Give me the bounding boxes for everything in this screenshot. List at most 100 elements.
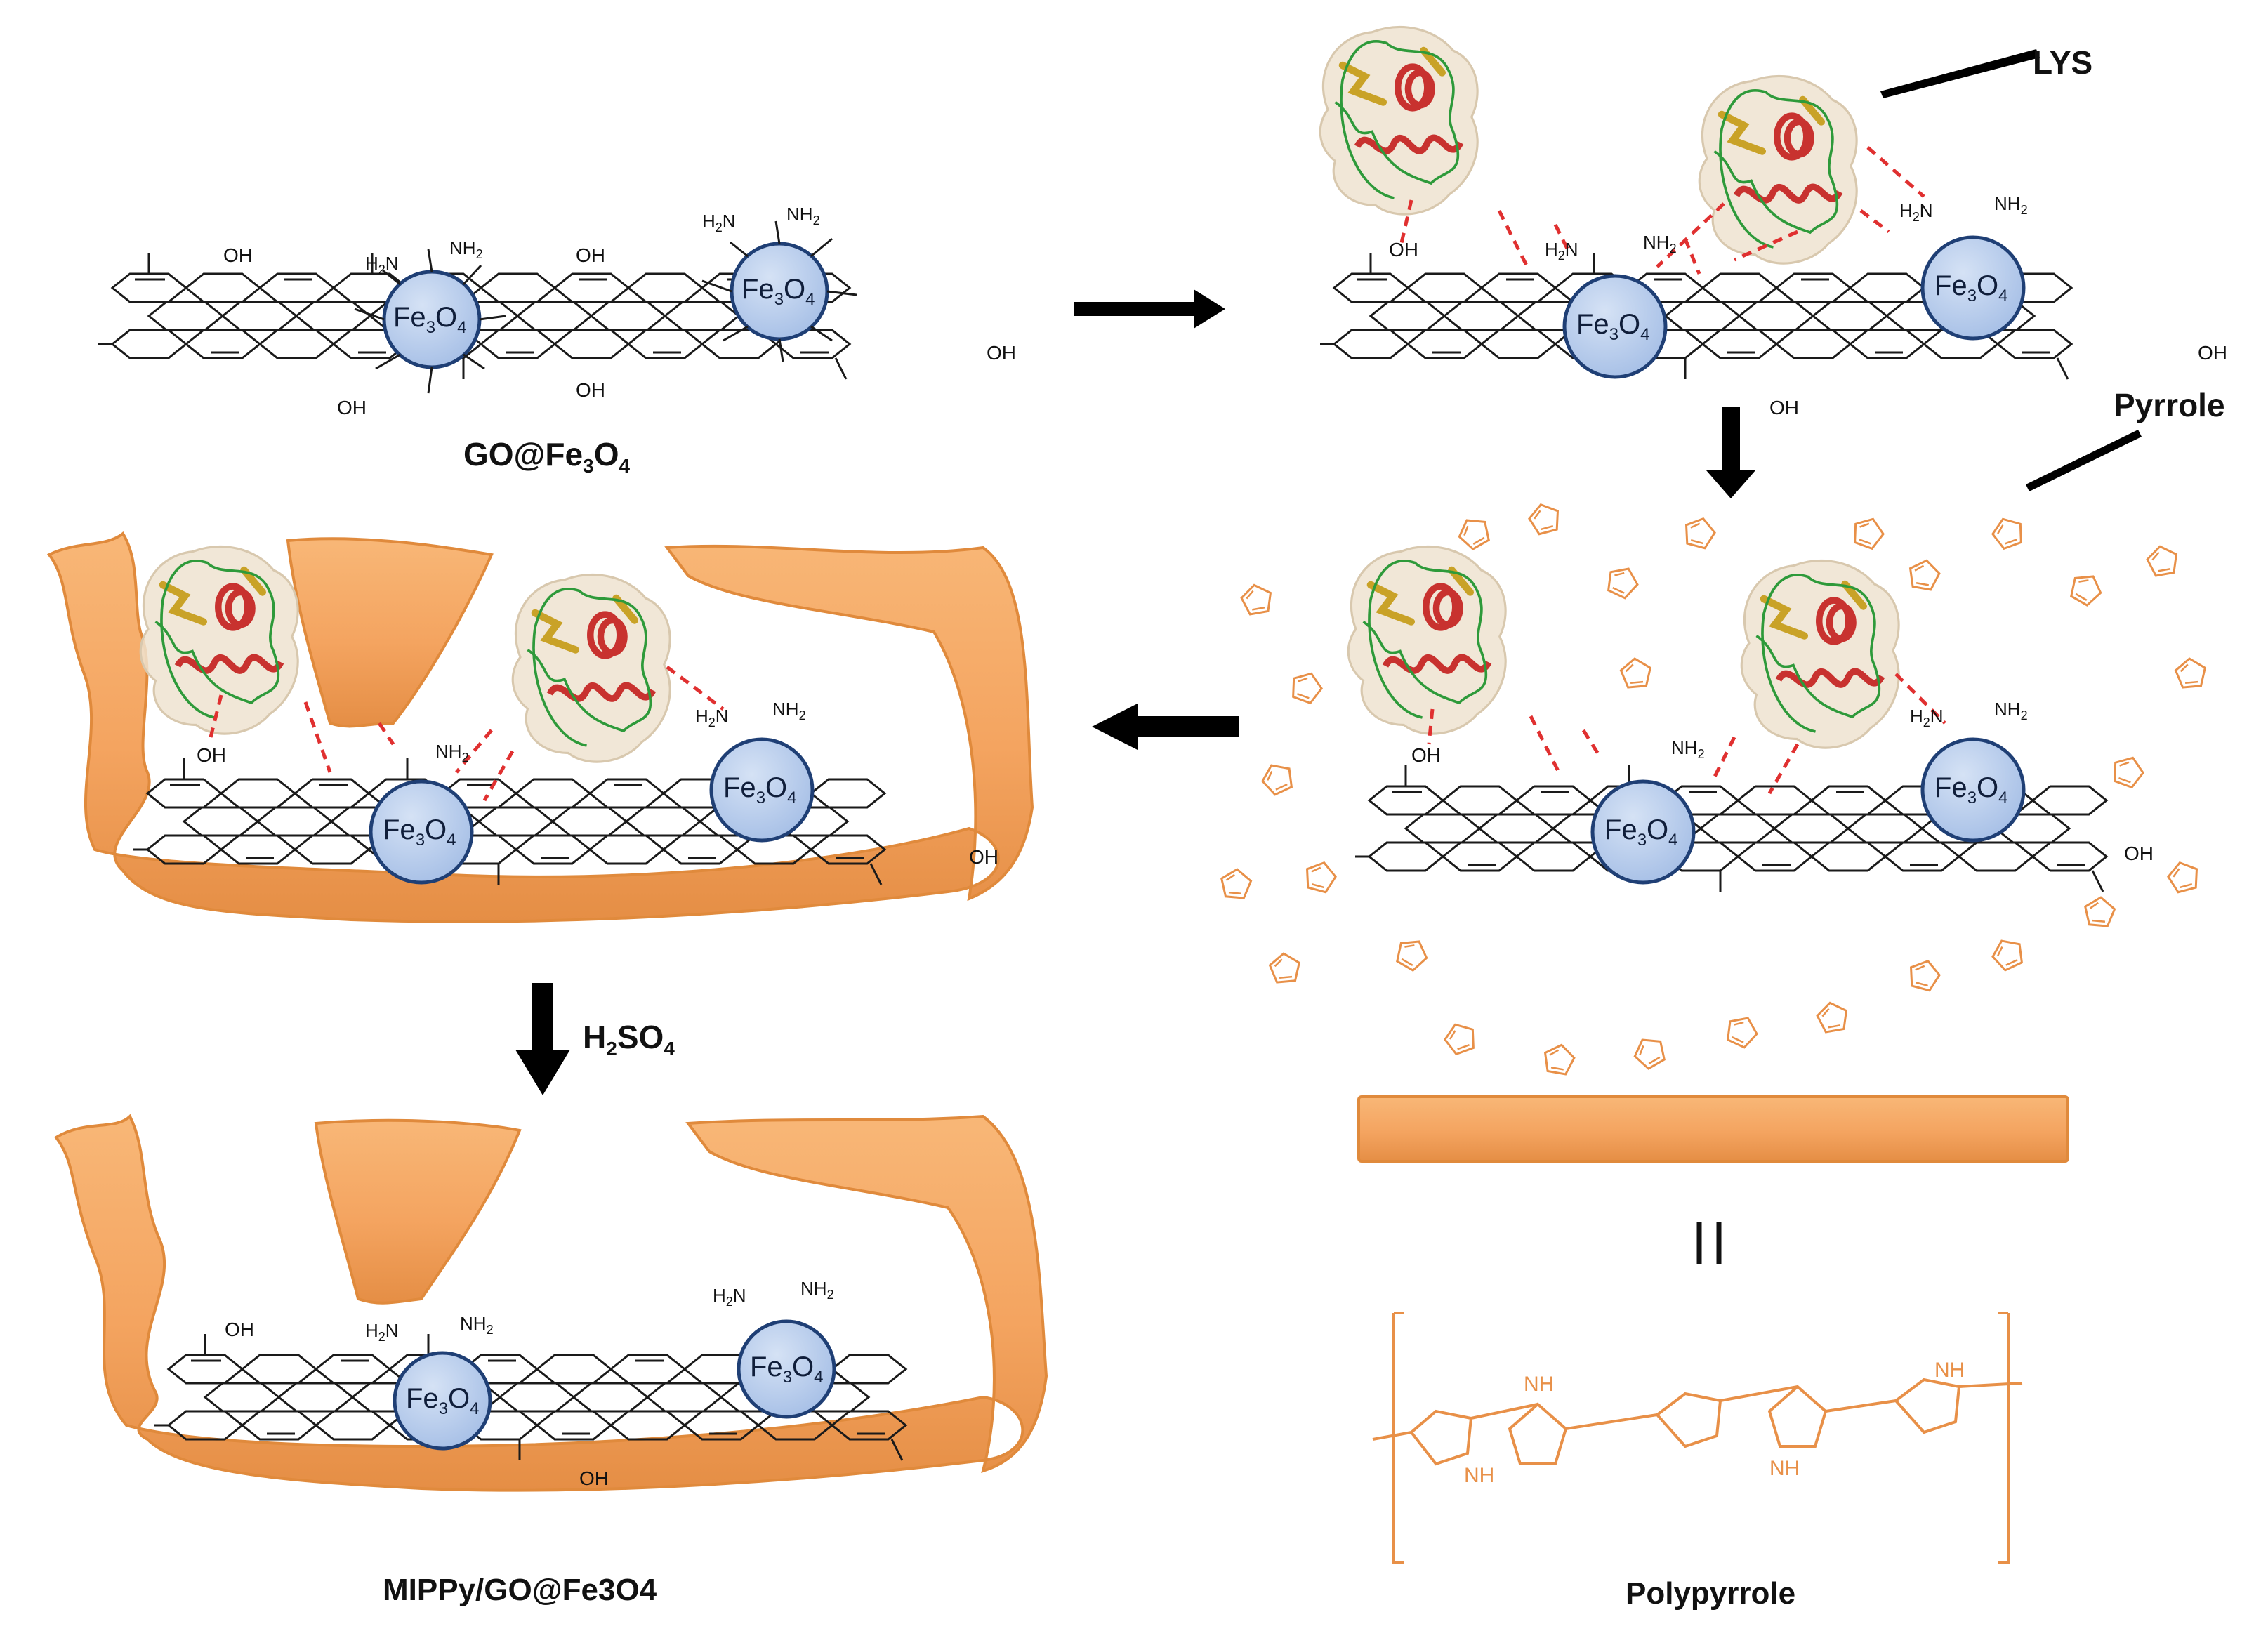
fe-text: Fe bbox=[383, 814, 416, 845]
fe3o4-label: Fe3O4 bbox=[1934, 270, 2008, 306]
h2n-label: H2N bbox=[713, 1285, 746, 1309]
polypyrrole-structure bbox=[1372, 1312, 2023, 1564]
fe3o4-label: Fe3O4 bbox=[393, 302, 467, 338]
h-text: H bbox=[583, 1019, 607, 1055]
arrow-right bbox=[1074, 289, 1225, 329]
h2n-label: H2N bbox=[702, 211, 736, 235]
nh2-label: NH2 bbox=[772, 699, 806, 723]
h2n-label: H2N bbox=[1899, 200, 1933, 225]
sub-4: 4 bbox=[1998, 286, 2008, 305]
nh-label: NH bbox=[1769, 1457, 1800, 1480]
nh-text: NH bbox=[1643, 232, 1670, 253]
lys-protein bbox=[1348, 547, 1505, 734]
nh-label: NH bbox=[1934, 1359, 1965, 1382]
fe3o4-particle bbox=[369, 779, 474, 885]
arrow-down bbox=[1706, 407, 1755, 498]
oh-label: OH bbox=[576, 379, 605, 401]
fe3o4-label: Fe3O4 bbox=[406, 1383, 480, 1419]
polypyrrole-fragment bbox=[286, 537, 494, 728]
sub-3: 3 bbox=[438, 1399, 449, 1418]
sub-2: 2 bbox=[475, 247, 483, 262]
nh-text: NH bbox=[772, 699, 799, 720]
sub-4: 4 bbox=[1998, 788, 2008, 807]
nh2-label: NH2 bbox=[1643, 232, 1677, 256]
panel-mip-polymer bbox=[46, 531, 1034, 923]
nh2-label: NH2 bbox=[435, 741, 469, 765]
lys-protein bbox=[1320, 27, 1477, 215]
oh-label: OH bbox=[576, 244, 605, 266]
sub-3: 3 bbox=[1967, 788, 1977, 807]
sub-2: 2 bbox=[2020, 203, 2028, 218]
sub-2: 2 bbox=[1912, 210, 1920, 225]
nh-text: NH bbox=[460, 1313, 487, 1334]
h2n-label: H2N bbox=[1910, 706, 1944, 730]
so-text: SO bbox=[617, 1019, 664, 1055]
oh-label: OH bbox=[337, 397, 367, 418]
sub-2: 2 bbox=[486, 1323, 494, 1338]
sub-2: 2 bbox=[1557, 249, 1565, 263]
fe-text: Fe bbox=[406, 1383, 439, 1414]
h-text: H bbox=[365, 1320, 378, 1341]
sub-3: 3 bbox=[426, 318, 436, 337]
sub-4: 4 bbox=[447, 831, 456, 850]
fe3o4-label: Fe3O4 bbox=[1576, 309, 1650, 345]
label-pyrrole: Pyrrole bbox=[2114, 387, 2225, 423]
h-text: H bbox=[1899, 200, 1913, 221]
h2n-label: H2N bbox=[365, 253, 399, 277]
h2n-label: H2N bbox=[365, 1320, 399, 1345]
equals-sign bbox=[1696, 1222, 1722, 1264]
o-text: O bbox=[1977, 270, 1999, 301]
nh-label: NH bbox=[1524, 1373, 1555, 1396]
o-text: O bbox=[1977, 772, 1999, 803]
sub-2: 2 bbox=[378, 263, 385, 277]
polypyrrole-shell bbox=[46, 531, 1034, 923]
oh-label: OH bbox=[1769, 397, 1799, 418]
panel-go-fe3o4 bbox=[97, 220, 857, 394]
fe3o4-particle bbox=[1920, 737, 2026, 843]
oh-label: OH bbox=[2198, 342, 2227, 364]
fe3o4-label: Fe3O4 bbox=[723, 772, 797, 808]
o-text: O bbox=[784, 274, 806, 305]
lys-protein bbox=[1699, 77, 1857, 264]
nh-text: NH bbox=[449, 237, 476, 258]
sub-2: 2 bbox=[826, 1288, 834, 1302]
sub-3: 3 bbox=[1637, 831, 1647, 850]
nh2-label: NH2 bbox=[460, 1313, 494, 1338]
fe3o4-label: Fe3O4 bbox=[741, 274, 815, 310]
panel-mippy bbox=[54, 1114, 1048, 1492]
fe-text: Fe bbox=[723, 772, 756, 803]
sub-2: 2 bbox=[715, 220, 723, 235]
n-text: N bbox=[715, 706, 729, 727]
sub-4: 4 bbox=[787, 788, 797, 807]
oh-label: OH bbox=[579, 1467, 609, 1489]
sub-4: 4 bbox=[805, 290, 815, 309]
sub-2: 2 bbox=[1923, 715, 1930, 730]
pointer-line bbox=[1880, 49, 2040, 98]
nh2-label: NH2 bbox=[1994, 699, 2028, 723]
n-text: N bbox=[732, 1285, 746, 1306]
fe-text: Fe bbox=[750, 1352, 783, 1382]
n-text: N bbox=[722, 211, 736, 232]
o-text: O bbox=[1647, 814, 1669, 845]
o-text: O bbox=[1618, 309, 1641, 340]
h2n-label: H2N bbox=[1545, 239, 1578, 263]
nh-text: NH bbox=[435, 741, 462, 762]
polypyrrole-fragment bbox=[314, 1118, 522, 1305]
sub-2: 2 bbox=[2020, 708, 2028, 723]
lys-protein bbox=[140, 547, 298, 734]
fe-text: Fe bbox=[1604, 814, 1637, 845]
nh-text: NH bbox=[786, 204, 813, 225]
arrows bbox=[515, 49, 2142, 1095]
sub-3: 3 bbox=[782, 1368, 793, 1387]
sub-3: 3 bbox=[1609, 325, 1619, 344]
n-text: N bbox=[385, 253, 399, 274]
n-text: N bbox=[385, 1320, 399, 1341]
binding-dashes bbox=[209, 666, 725, 802]
fe3o4-particle bbox=[1562, 274, 1668, 379]
polypyrrole-bar bbox=[1357, 1095, 2069, 1163]
sub-2: 2 bbox=[1697, 747, 1705, 762]
h-text: H bbox=[365, 253, 378, 274]
o-text: O bbox=[425, 814, 447, 845]
n-text: N bbox=[1564, 239, 1578, 260]
